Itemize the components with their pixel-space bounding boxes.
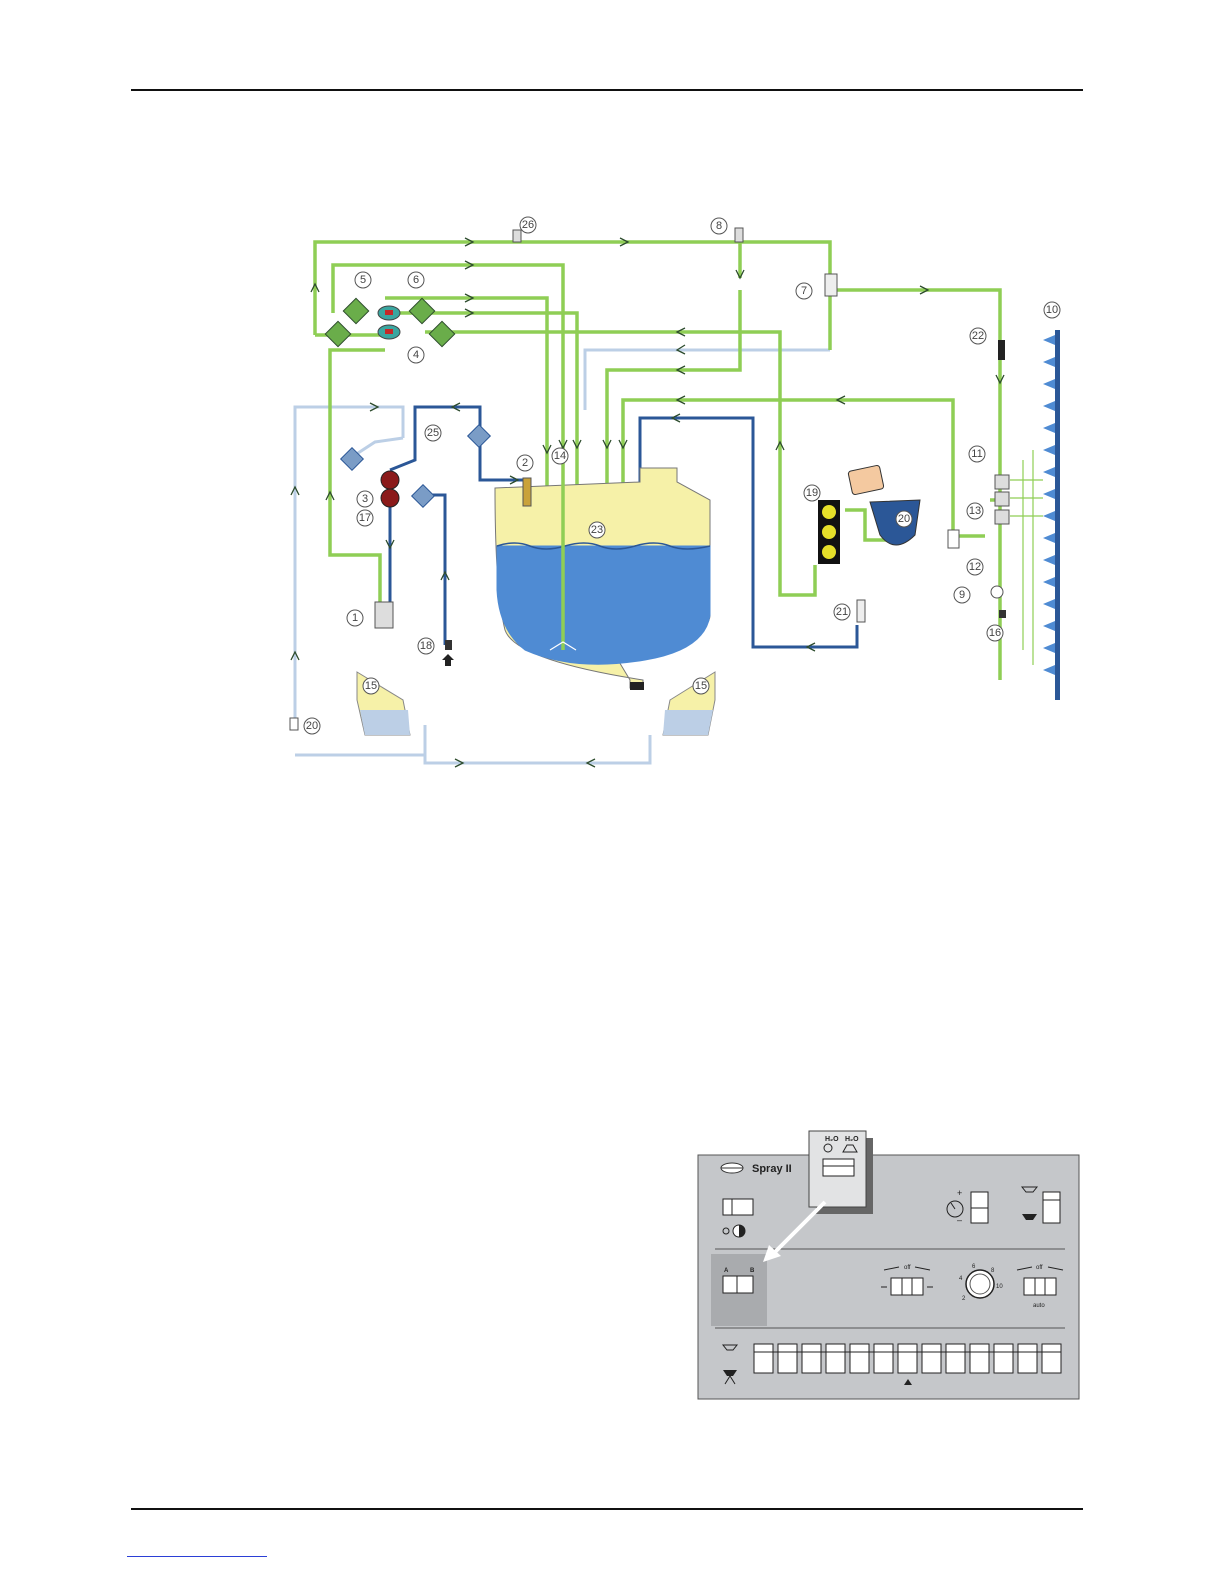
- off-label-left: off: [904, 1265, 911, 1271]
- section-switch-9[interactable]: [946, 1344, 965, 1373]
- svg-text:11: 11: [971, 448, 982, 460]
- callout-26: 26: [520, 217, 536, 233]
- callout-13: 13: [967, 503, 983, 519]
- section-switch-8[interactable]: [922, 1344, 941, 1373]
- spray-control-panel: Spray II H₂O H₂O A B + – off 2 4 6 8: [697, 1130, 1082, 1402]
- svg-text:6: 6: [413, 274, 419, 286]
- callout-17: 17: [357, 510, 373, 526]
- svg-text:19: 19: [806, 487, 818, 499]
- boom-height-switch[interactable]: [1043, 1192, 1060, 1223]
- svg-text:3: 3: [362, 493, 368, 505]
- callout-7: 7: [796, 283, 812, 299]
- svg-text:8: 8: [716, 220, 722, 232]
- svg-text:2: 2: [522, 457, 528, 469]
- tilt-switch[interactable]: [891, 1278, 923, 1295]
- svg-text:23: 23: [591, 524, 603, 536]
- callout-10: 10: [1044, 302, 1060, 318]
- svg-text:12: 12: [969, 561, 981, 573]
- callout-1: 1: [347, 610, 363, 626]
- callout-25: 25: [425, 425, 441, 441]
- off-label-right: off: [1036, 1265, 1043, 1271]
- section-switch-13[interactable]: [1042, 1344, 1061, 1373]
- spray-boom: [1010, 330, 1060, 700]
- header-rule: [131, 89, 1083, 91]
- svg-text:9: 9: [959, 589, 965, 601]
- h2o-right-label: H₂O: [845, 1136, 859, 1143]
- section-switch-12[interactable]: [1018, 1344, 1037, 1373]
- callout-3: 3: [357, 491, 373, 507]
- svg-text:5: 5: [360, 274, 366, 286]
- h2o-left-label: H₂O: [825, 1136, 839, 1143]
- auto-label: auto: [1033, 1303, 1045, 1309]
- main-switch[interactable]: [723, 1199, 753, 1215]
- section-switch-6[interactable]: [874, 1344, 893, 1373]
- svg-text:15: 15: [365, 680, 377, 692]
- footer-link-underline: [127, 1556, 267, 1557]
- svg-text:14: 14: [554, 450, 566, 462]
- svg-text:20: 20: [898, 513, 910, 525]
- section-switch-2[interactable]: [778, 1344, 797, 1373]
- h2o-toggle-switch[interactable]: [823, 1159, 854, 1176]
- a-b-switch[interactable]: [723, 1276, 753, 1293]
- callout-15-left: 15: [363, 678, 379, 694]
- callout-21: 21: [834, 604, 850, 620]
- brand-name: Spray II: [752, 1163, 792, 1175]
- callout-2: 2: [517, 455, 533, 471]
- callout-18: 18: [418, 638, 434, 654]
- svg-text:17: 17: [359, 512, 371, 524]
- fold-switch[interactable]: [1024, 1278, 1056, 1295]
- section-switch-7[interactable]: [898, 1344, 917, 1373]
- section-switch-3[interactable]: [802, 1344, 821, 1373]
- svg-text:7: 7: [801, 285, 807, 297]
- section-switch-11[interactable]: [994, 1344, 1013, 1373]
- callout-20-flush: 20: [304, 718, 320, 734]
- callout-23: 23: [589, 522, 605, 538]
- spray-circuit-diagram: 26 8 5 6 7 10 22 4 25 2 14 11 3 17 19 20…: [285, 210, 1080, 775]
- b-label: B: [750, 1268, 755, 1274]
- svg-text:18: 18: [420, 640, 432, 652]
- callout-16: 16: [987, 625, 1003, 641]
- svg-text:22: 22: [972, 330, 984, 342]
- svg-text:4: 4: [413, 349, 419, 361]
- svg-text:10: 10: [1046, 304, 1058, 316]
- svg-text:15: 15: [695, 680, 707, 692]
- section-switch-10[interactable]: [970, 1344, 989, 1373]
- svg-text:13: 13: [969, 505, 981, 517]
- callout-11: 11: [969, 446, 985, 462]
- callout-9: 9: [954, 587, 970, 603]
- dial-tick-10: 10: [996, 1284, 1003, 1290]
- callout-15-right: 15: [693, 678, 709, 694]
- a-label: A: [724, 1268, 729, 1274]
- callout-14: 14: [552, 448, 568, 464]
- callout-19: 19: [804, 485, 820, 501]
- svg-text:20: 20: [306, 720, 318, 732]
- callout-20-inductor: 20: [896, 511, 912, 527]
- svg-text:16: 16: [989, 627, 1001, 639]
- svg-text:1: 1: [352, 612, 358, 624]
- callout-5: 5: [355, 272, 371, 288]
- callout-8: 8: [711, 218, 727, 234]
- callout-22: 22: [970, 328, 986, 344]
- svg-text:25: 25: [427, 427, 439, 439]
- section-switch-1[interactable]: [754, 1344, 773, 1373]
- svg-text:26: 26: [522, 219, 534, 231]
- callout-12: 12: [967, 559, 983, 575]
- brand-logo-icon: [721, 1163, 743, 1173]
- footer-rule: [131, 1508, 1083, 1510]
- section-switch-4[interactable]: [826, 1344, 845, 1373]
- section-switch-5[interactable]: [850, 1344, 869, 1373]
- svg-text:21: 21: [836, 606, 848, 618]
- callout-4: 4: [408, 347, 424, 363]
- plus-label: +: [957, 1188, 962, 1198]
- callout-6: 6: [408, 272, 424, 288]
